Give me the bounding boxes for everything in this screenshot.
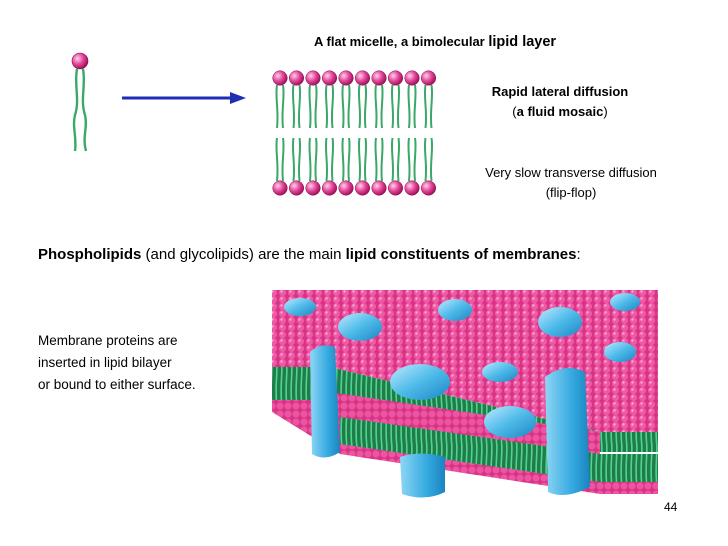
main-sentence: Phospholipids (and glycolipids) are the …	[38, 246, 581, 263]
lipid-tail	[314, 84, 318, 129]
lipid-tail	[291, 137, 296, 182]
lipid-tail	[429, 84, 434, 129]
lipid-tail	[281, 137, 285, 182]
lipid-tail	[380, 84, 384, 129]
lipid-tail	[423, 137, 428, 182]
arrow-icon	[122, 92, 246, 104]
lipid-tail	[407, 84, 411, 129]
lipid-head-bottom	[354, 180, 371, 196]
page-number: 44	[664, 500, 678, 514]
lipid-tail	[357, 84, 362, 129]
lipid-tail	[390, 137, 395, 182]
lipid-tail	[308, 84, 312, 129]
lipid-tail	[413, 84, 417, 129]
lipid-head-top	[338, 70, 354, 86]
proteins-note: Membrane proteins are inserted in lipid …	[38, 333, 196, 392]
lipid-head-bottom	[305, 180, 321, 196]
lipid-head-top	[272, 70, 288, 86]
lipid-tail	[413, 137, 417, 182]
lipid-tail	[347, 84, 351, 129]
top-title: A flat micelle, a bimolecular lipid laye…	[314, 34, 557, 50]
lipid-tail	[374, 84, 378, 129]
lateral-diffusion-line2: (a fluid mosaic)	[512, 104, 608, 119]
lipid-tail	[324, 84, 329, 129]
lipid-head-bottom	[321, 180, 338, 196]
lipid-head-bottom	[387, 180, 404, 196]
lipid-bilayer-diagram	[272, 70, 437, 196]
lipid-tail	[308, 137, 312, 182]
lipid-tail	[330, 137, 335, 182]
lipid-head-top	[420, 70, 437, 86]
lipid-head-bottom	[371, 180, 387, 196]
transverse-diffusion-label: Very slow transverse diffusion (flip-flo…	[455, 163, 687, 203]
lipid-tail	[407, 137, 411, 182]
lipid-head-bottom	[404, 180, 420, 196]
membrane-illustration	[272, 290, 658, 498]
lipid-tail	[363, 84, 368, 129]
lipid-head-top	[321, 70, 338, 86]
lipid-tail	[374, 137, 378, 182]
lipid-tail	[390, 84, 395, 129]
lipid-head-top	[371, 70, 387, 86]
transverse-diffusion-line1: Very slow transverse diffusion	[485, 165, 657, 180]
lipid-tail	[429, 137, 434, 182]
single-phospholipid-icon	[71, 52, 89, 152]
lipid-tail	[396, 137, 401, 182]
lipid-tail	[324, 137, 329, 182]
lipid-tail	[275, 84, 279, 129]
lipid-tail	[341, 84, 345, 129]
lipid-head-top	[404, 70, 420, 86]
lipid-tail	[347, 137, 351, 182]
lipid-tail	[423, 84, 428, 129]
lipid-head-bottom	[420, 180, 437, 196]
lipid-tail	[330, 84, 335, 129]
lipid-tail	[363, 137, 368, 182]
lipid-tail	[297, 84, 302, 129]
lipid-head-bottom	[272, 180, 288, 196]
lipid-head-bottom	[338, 180, 354, 196]
lipid-tail	[341, 137, 345, 182]
lateral-diffusion-line1: Rapid lateral diffusion	[491, 84, 629, 99]
lipid-head-top	[387, 70, 404, 86]
lipid-tail	[291, 84, 296, 129]
lipid-tail	[281, 84, 285, 129]
lipid-tail	[314, 137, 318, 182]
transverse-diffusion-line2: (flip-flop)	[545, 185, 597, 200]
lipid-tail	[275, 137, 279, 182]
lipid-head-top	[354, 70, 371, 86]
lipid-tail	[297, 137, 302, 182]
lipid-head-top	[288, 70, 305, 86]
lipid-head-top	[305, 70, 321, 86]
lipid-tail	[396, 84, 401, 129]
lipid-head-bottom	[288, 180, 305, 196]
lateral-diffusion-label: Rapid lateral diffusion (a fluid mosaic)	[455, 82, 665, 122]
lipid-tail	[357, 137, 362, 182]
lipid-tail	[380, 137, 384, 182]
